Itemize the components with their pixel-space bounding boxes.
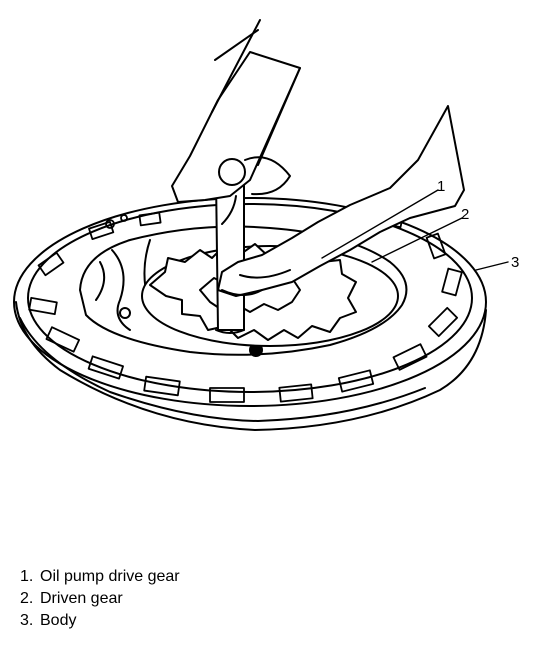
legend-item: 2. Driven gear [20,588,180,610]
callout-3: 3 [511,254,519,271]
legend-label: Body [40,612,77,629]
body-ports [28,210,463,403]
legend-number: 1. [20,568,34,585]
legend-number: 3. [20,612,34,629]
legend-item: 3. Body [20,610,180,632]
tool-shaft [215,177,245,334]
legend-label: Driven gear [40,590,123,607]
oil-pump-illustration: 1 2 3 [13,19,519,431]
technician-hand [171,19,301,225]
parts-legend: 1. Oil pump drive gear 2. Driven gear 3.… [20,566,180,632]
callout-2: 2 [461,206,469,223]
technician-hand-right [217,105,465,297]
legend-item: 1. Oil pump drive gear [20,566,180,588]
callout-1: 1 [437,178,445,195]
callout-leaders [321,189,509,271]
legend-label: Oil pump drive gear [40,568,180,585]
legend-number: 2. [20,590,34,607]
